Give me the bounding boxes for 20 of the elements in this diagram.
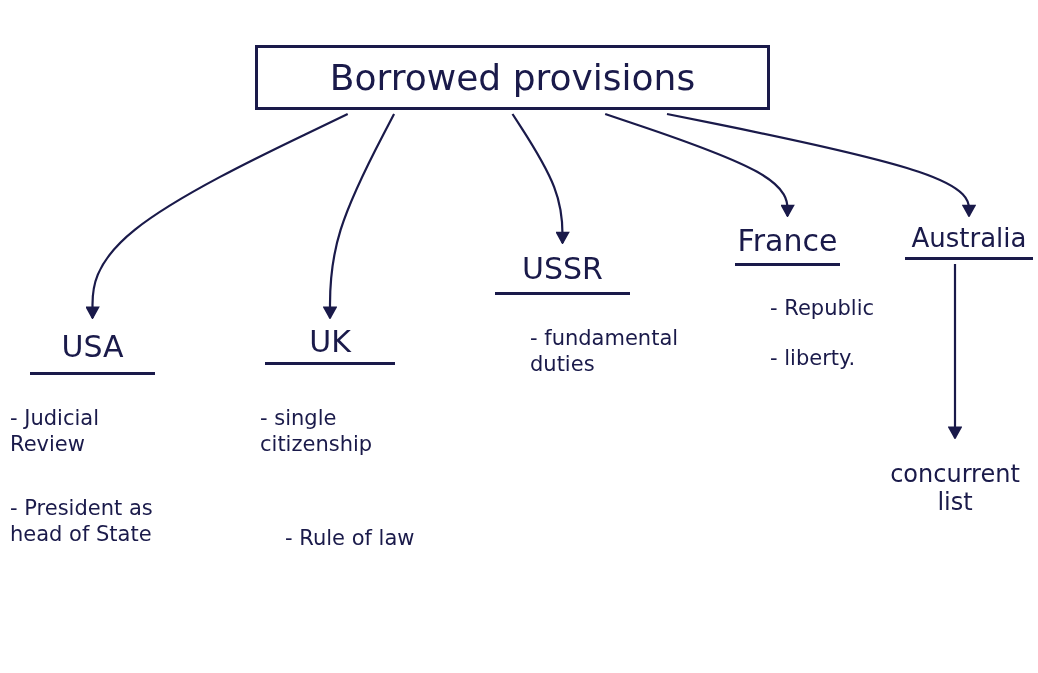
- list-item: - fundamental duties: [530, 325, 680, 378]
- label-text: concurrent list: [875, 440, 1035, 535]
- country-heading: France: [735, 218, 840, 266]
- title-box: Borrowed provisions: [255, 45, 770, 110]
- list-item: - liberty.: [770, 345, 857, 372]
- arrow: [604, 112, 795, 217]
- list-item: - Republic: [770, 295, 875, 322]
- list-item: - single citizenship: [260, 405, 374, 458]
- country-heading: Australia: [905, 218, 1033, 260]
- country-heading: UK: [265, 320, 395, 365]
- arrow: [666, 112, 976, 217]
- list-item: - Rule of law: [285, 525, 415, 552]
- country-heading: USSR: [495, 245, 630, 295]
- country-heading: USA: [30, 320, 155, 375]
- list-item: - President as head of State: [10, 495, 154, 548]
- list-item: - Judicial Review: [10, 405, 100, 458]
- arrow: [85, 113, 349, 319]
- arrow: [948, 264, 962, 439]
- arrow: [323, 113, 396, 319]
- arrow: [511, 113, 570, 244]
